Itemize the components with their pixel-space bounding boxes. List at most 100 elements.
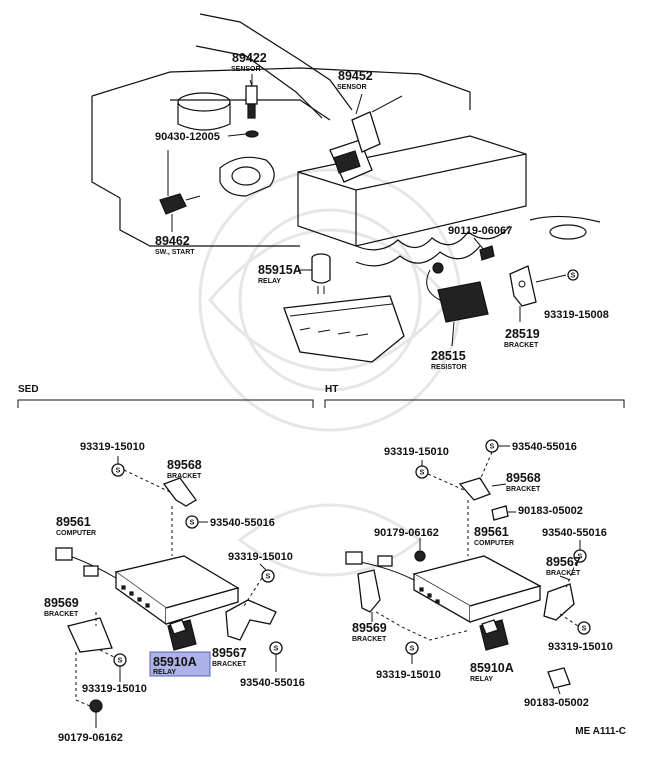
ht-screw-top-right: S xyxy=(485,439,499,453)
label-89462-name: SW., START xyxy=(155,249,195,256)
ht-label-93540-top: 93540-55016 xyxy=(512,441,577,453)
sed-label-89569-name: BRACKET xyxy=(44,611,79,618)
ht-bracket-89568 xyxy=(458,477,491,501)
sed-label-89568: 89568 xyxy=(167,458,202,472)
ht-label-89568-name: BRACKET xyxy=(506,486,541,493)
label-85915a: 85915A xyxy=(258,263,302,277)
svg-text:S: S xyxy=(274,646,279,653)
sed-label-90179: 90179-06162 xyxy=(58,732,123,744)
ht-label-89561: 89561 xyxy=(474,525,509,539)
ht-bolt-90179 xyxy=(414,550,426,562)
sed-labels: 93319-15010 89568 BRACKET 93540-55016 89… xyxy=(44,441,305,744)
sed-label-93319-top: 93319-15010 xyxy=(80,441,145,453)
start-switch-89462-part xyxy=(159,193,201,215)
ht-screw-90183-b xyxy=(547,667,571,689)
label-28519-name: BRACKET xyxy=(504,342,539,349)
bracket-28519-part xyxy=(509,265,537,307)
sed-computer-89561 xyxy=(55,547,240,626)
label-89452: 89452 xyxy=(338,69,373,83)
label-28515: 28515 xyxy=(431,349,466,363)
highlight-85910a-sed[interactable] xyxy=(149,651,211,677)
label-28519: 28519 xyxy=(505,327,540,341)
svg-text:S: S xyxy=(116,468,121,475)
sed-bolt-90179 xyxy=(89,699,103,713)
screw-93319-15008-marker: S xyxy=(567,269,579,281)
sed-label-89561-name: COMPUTER xyxy=(56,530,96,537)
svg-text:S: S xyxy=(266,574,271,581)
ht-label-89561-name: COMPUTER xyxy=(474,540,514,547)
svg-text:S: S xyxy=(578,554,583,561)
washer-90430-part xyxy=(245,130,259,138)
sed-label-89567: 89567 xyxy=(212,646,247,660)
diagram-code: ME A111-C xyxy=(575,726,626,737)
ht-label-85910a: 85910A xyxy=(470,661,514,675)
ht-bracket-89569 xyxy=(357,569,381,613)
ht-bracket-89567 xyxy=(543,583,575,621)
ht-label-85910a-name: RELAY xyxy=(470,676,493,683)
sed-label-89561: 89561 xyxy=(56,515,91,529)
sed-screw-mid: S xyxy=(261,569,275,583)
ht-labels: 93319-15010 93540-55016 89568 BRACKET 90… xyxy=(352,441,613,709)
sed-label-93540-a: 93540-55016 xyxy=(210,517,275,529)
upper-leader-lines xyxy=(167,74,567,347)
svg-text:S: S xyxy=(190,520,195,527)
svg-text:S: S xyxy=(420,470,425,477)
sed-bracket-89568 xyxy=(162,477,197,507)
sensor-89452-part xyxy=(329,95,403,183)
label-90119-06067: 90119-06067 xyxy=(448,225,512,237)
svg-text:S: S xyxy=(410,646,415,653)
sed-bracket-89569 xyxy=(67,617,113,653)
label-89422: 89422 xyxy=(232,51,267,65)
ht-screw-top-left: S xyxy=(415,465,429,479)
section-label-ht: HT xyxy=(325,384,338,395)
label-85915a-name: RELAY xyxy=(258,278,281,285)
ht-label-89568: 89568 xyxy=(506,471,541,485)
fuse-block xyxy=(283,295,405,363)
ht-label-89569: 89569 xyxy=(352,621,387,635)
ht-label-93319-right: 93319-15010 xyxy=(548,641,613,653)
engine-illustration xyxy=(91,13,601,267)
label-89452-name: SENSOR xyxy=(337,84,367,91)
sed-screw-bottom: S xyxy=(113,653,127,667)
sed-parts: S S S S S xyxy=(55,456,283,728)
sed-label-85910a: 85910A xyxy=(153,655,197,669)
sed-screw-89567: S xyxy=(269,641,283,655)
sed-label-93319-bot: 93319-15010 xyxy=(82,683,147,695)
ht-label-93319-bot: 93319-15010 xyxy=(376,669,441,681)
sed-bracket-89567 xyxy=(225,599,277,641)
ht-label-93540-mid: 93540-55016 xyxy=(542,527,607,539)
relay-85915a-part xyxy=(311,253,331,294)
ht-label-89567-name: BRACKET xyxy=(546,570,581,577)
ht-label-89569-name: BRACKET xyxy=(352,636,387,643)
sed-screw-top: S xyxy=(111,463,125,477)
label-90430-12005: 90430-12005 xyxy=(155,131,220,143)
label-89422-name: SENSOR xyxy=(231,66,261,73)
ht-relay-85910a xyxy=(479,619,509,651)
label-89462: 89462 xyxy=(155,234,190,248)
ht-label-90183-b: 90183-05002 xyxy=(524,697,589,709)
resistor-28515-part xyxy=(426,262,489,323)
ht-computer-89561 xyxy=(345,551,542,624)
ht-parts: S S S S S xyxy=(345,439,591,695)
section-label-sed: SED xyxy=(18,384,39,395)
sed-label-93540-b: 93540-55016 xyxy=(240,677,305,689)
ht-label-90183-a: 90183-05002 xyxy=(518,505,583,517)
label-28515-name: RESISTOR xyxy=(431,364,467,371)
sed-label-89569: 89569 xyxy=(44,596,79,610)
ht-screw-bottom: S xyxy=(405,641,419,655)
ht-label-93319-top: 93319-15010 xyxy=(384,446,449,458)
ht-label-89567: 89567 xyxy=(546,555,581,569)
section-brackets: SED HT xyxy=(17,384,625,408)
sed-label-85910a-name: RELAY xyxy=(153,669,176,676)
sed-label-93319-mid: 93319-15010 xyxy=(228,551,293,563)
ht-screw-90183-a xyxy=(491,505,509,521)
upper-labels: 89422 SENSOR 89452 SENSOR 90430-12005 89… xyxy=(155,51,609,371)
sed-label-89567-name: BRACKET xyxy=(212,661,247,668)
ht-screw-right: S xyxy=(577,621,591,635)
ht-label-90179: 90179-06162 xyxy=(374,527,439,539)
svg-text:S: S xyxy=(118,658,123,665)
svg-text:S: S xyxy=(490,444,495,451)
sed-label-89568-name: BRACKET xyxy=(167,473,202,480)
svg-text:S: S xyxy=(582,626,587,633)
